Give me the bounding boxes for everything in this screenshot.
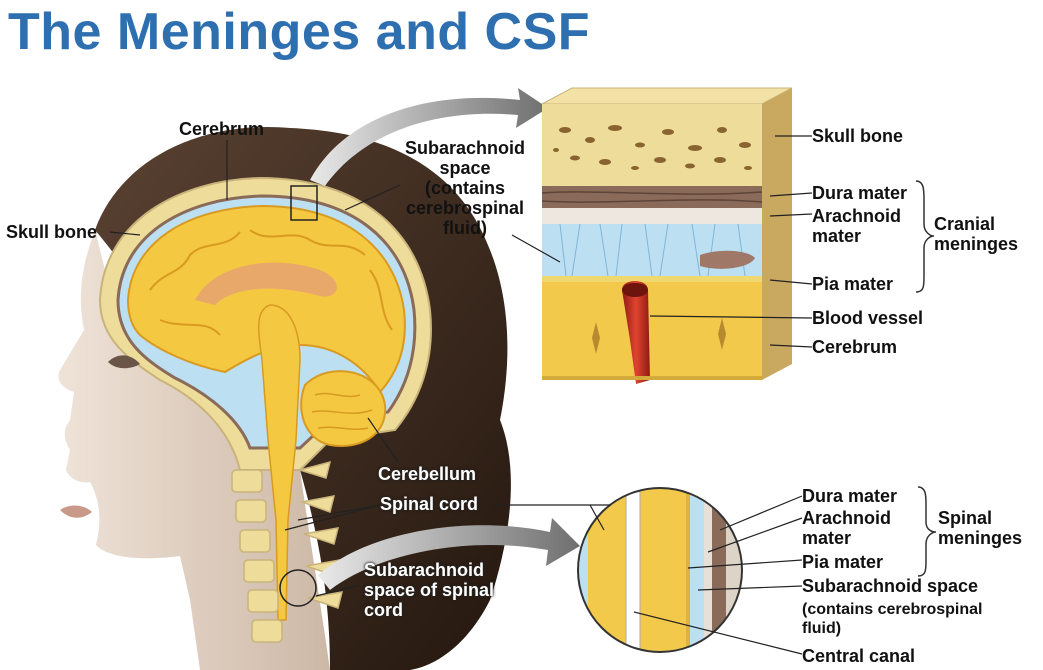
- spinal-label-subarachnoid-note: (contains cerebrospinal fluid): [802, 601, 983, 637]
- spinal-selection-circle: [279, 569, 317, 607]
- cranial-meninges-brace: [915, 180, 935, 293]
- cerebellum-shape: [300, 370, 387, 447]
- brainstem: [258, 304, 301, 621]
- cranial-inset-block: [541, 87, 793, 384]
- gyri: [149, 229, 393, 336]
- cranial-label-arachnoid-mater: Arachnoid mater: [812, 206, 902, 246]
- spinal-label-dura-mater: Dura mater: [802, 486, 898, 506]
- cranial-label-skull-bone: Skull bone: [812, 126, 904, 146]
- cranial-label-dura-mater: Dura mater: [812, 183, 908, 203]
- cerebellum-folia: [311, 392, 373, 431]
- spinal-inset-circle: [577, 487, 743, 653]
- cranial-meninges-group-label: Cranial meninges: [934, 214, 1019, 254]
- label-subarachnoid-space-spinal: Subarachnoid space of spinal cord: [364, 560, 495, 620]
- spinal-label-subarachnoid-space: Subarachnoid space: [802, 576, 979, 596]
- arrow-to-spinal-inset: [318, 518, 580, 590]
- page-title: The Meninges and CSF: [8, 3, 591, 61]
- spinal-meninges-brace: [917, 486, 937, 577]
- spinal-label-central-canal: Central canal: [802, 646, 916, 666]
- label-spinal-cord: Spinal cord: [380, 494, 479, 514]
- spinal-label-pia-mater: Pia mater: [802, 552, 884, 572]
- spinal-label-arachnoid-mater: Arachnoid mater: [802, 508, 892, 548]
- label-cerebellum: Cerebellum: [378, 464, 477, 484]
- cerebrum-tissue-marks: [592, 318, 726, 354]
- cranial-label-blood-vessel: Blood vessel: [812, 308, 924, 328]
- corpus-callosum: [195, 262, 337, 305]
- bone-pores: [553, 125, 752, 170]
- leader-lines: [109, 135, 813, 655]
- cranial-label-pia-mater: Pia mater: [812, 274, 894, 294]
- arrow-to-cranial-inset: [310, 88, 548, 186]
- lips: [60, 505, 92, 518]
- cranial-selection-box: [290, 185, 318, 221]
- label-subarachnoid-space: Subarachnoid space (contains cerebrospin…: [405, 138, 526, 238]
- label-skull-bone: Skull bone: [6, 222, 98, 242]
- cranial-label-cerebrum: Cerebrum: [812, 337, 898, 357]
- blood-vessel: [622, 281, 650, 384]
- vertebrae: [231, 460, 344, 643]
- eye: [108, 355, 140, 369]
- blood-vessel-opening: [622, 283, 648, 297]
- label-cerebrum: Cerebrum: [179, 119, 265, 139]
- spinal-meninges-group-label: Spinal meninges: [938, 508, 1023, 548]
